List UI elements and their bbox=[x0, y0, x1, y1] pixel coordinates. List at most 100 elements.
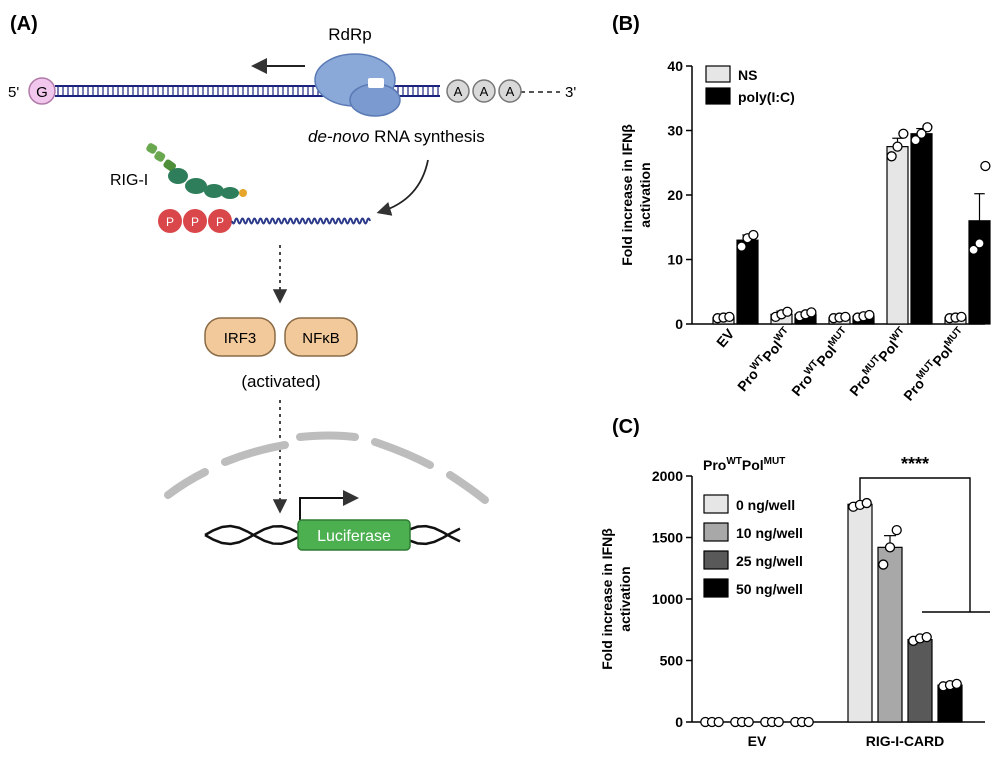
data-point bbox=[884, 542, 896, 553]
y-axis-label: Fold increase in IFNβ bbox=[599, 528, 615, 670]
triphosphate-rna: P P P bbox=[158, 209, 371, 233]
synthesis-label: de-novo RNA synthesis bbox=[308, 127, 485, 146]
data-point bbox=[743, 716, 754, 728]
luciferase-label: Luciferase bbox=[317, 528, 391, 545]
curved-arrow bbox=[376, 159, 429, 216]
data-point bbox=[840, 311, 851, 323]
data-point bbox=[921, 631, 932, 643]
x-tick-label: ProMUTPolMUT bbox=[899, 325, 969, 404]
svg-text:P: P bbox=[216, 215, 224, 229]
legend-label: NS bbox=[738, 67, 757, 83]
svg-text:A: A bbox=[506, 84, 515, 99]
svg-text:A: A bbox=[454, 84, 463, 99]
bar bbox=[910, 133, 933, 325]
data-point bbox=[892, 141, 903, 152]
data-point bbox=[886, 151, 897, 162]
data-point bbox=[713, 716, 724, 728]
nuclear-envelope bbox=[164, 431, 489, 504]
y-axis-label: Fold increase in IFNβ bbox=[619, 124, 635, 266]
data-point bbox=[951, 678, 962, 690]
rigi-label: RIG-I bbox=[110, 172, 148, 189]
x-tick-label: EV bbox=[713, 325, 738, 350]
svg-text:A: A bbox=[480, 84, 489, 99]
y-tick-label: 0 bbox=[675, 714, 683, 730]
legend-label: 50 ng/well bbox=[736, 581, 803, 597]
legend-label: 25 ng/well bbox=[736, 553, 803, 569]
data-point bbox=[910, 135, 921, 146]
x-tick-label: RIG-I-CARD bbox=[866, 733, 945, 749]
bar bbox=[968, 220, 991, 325]
irf3-box bbox=[204, 317, 276, 357]
y-tick-label: 10 bbox=[667, 252, 683, 268]
rdrp-polymerase-icon bbox=[314, 53, 401, 117]
legend-swatch bbox=[703, 578, 729, 598]
svg-text:P: P bbox=[166, 215, 174, 229]
y-axis-label: activation bbox=[617, 566, 633, 631]
data-point bbox=[782, 306, 793, 317]
nfkb-label: NFκB bbox=[302, 330, 340, 347]
panel-a-label: (A) bbox=[10, 13, 38, 35]
data-point bbox=[864, 309, 875, 321]
panel-a: (A) RdRp 5' G A A A 3' de-n bbox=[8, 13, 576, 551]
y-tick-label: 1000 bbox=[652, 591, 683, 607]
poly-a-tail: A A A bbox=[446, 79, 522, 103]
bar bbox=[886, 146, 909, 325]
legend-swatch bbox=[703, 550, 729, 570]
data-point bbox=[922, 122, 933, 133]
rdrp-label: RdRp bbox=[328, 25, 371, 44]
data-point bbox=[736, 241, 747, 252]
g-cap-circle bbox=[28, 77, 56, 105]
bar bbox=[847, 503, 873, 723]
svg-text:P: P bbox=[191, 215, 199, 229]
y-axis-label: activation bbox=[637, 162, 653, 227]
bar bbox=[877, 546, 903, 723]
data-point bbox=[724, 311, 735, 323]
bar bbox=[736, 239, 759, 325]
bar bbox=[907, 638, 933, 723]
three-prime-label: 3' bbox=[565, 84, 576, 101]
legend-label: 10 ng/well bbox=[736, 525, 803, 541]
luciferase-box bbox=[297, 519, 411, 551]
data-point bbox=[773, 716, 784, 728]
y-tick-label: 500 bbox=[660, 653, 684, 669]
y-tick-label: 30 bbox=[667, 123, 683, 139]
panel-c-label: (C) bbox=[612, 416, 640, 438]
data-point bbox=[878, 559, 889, 570]
x-tick-label: ProWTPolMUT bbox=[787, 325, 853, 399]
data-point bbox=[916, 128, 927, 139]
panel-b-label: (B) bbox=[612, 13, 640, 35]
rigi-protein-icon bbox=[146, 143, 247, 199]
significance-stars: **** bbox=[901, 454, 929, 474]
legend-swatch bbox=[703, 494, 729, 514]
data-point bbox=[898, 128, 909, 139]
x-tick-label: EV bbox=[748, 733, 767, 749]
y-tick-label: 1500 bbox=[652, 530, 683, 546]
x-tick-label: ProMUTPolWT bbox=[845, 325, 911, 399]
data-point bbox=[803, 716, 814, 728]
activated-label: (activated) bbox=[241, 372, 320, 391]
y-tick-label: 0 bbox=[675, 316, 683, 332]
y-tick-label: 40 bbox=[667, 58, 683, 74]
legend-label: poly(I:C) bbox=[738, 89, 795, 105]
legend-swatch bbox=[705, 87, 731, 105]
x-tick-label: ProWTPolWT bbox=[733, 325, 795, 394]
data-point bbox=[748, 229, 759, 241]
legend-label: 0 ng/well bbox=[736, 497, 795, 513]
data-point bbox=[956, 311, 967, 323]
data-point bbox=[891, 524, 902, 536]
data-point bbox=[968, 244, 979, 255]
legend-swatch bbox=[705, 65, 731, 83]
promoter-arrow bbox=[299, 490, 359, 520]
legend-title: ProWTPolMUT bbox=[703, 456, 785, 473]
y-tick-label: 20 bbox=[667, 187, 683, 203]
legend-swatch bbox=[703, 522, 729, 542]
g-cap-label: G bbox=[36, 84, 48, 101]
data-point bbox=[980, 160, 991, 172]
data-point bbox=[806, 307, 817, 318]
data-point bbox=[974, 238, 985, 249]
